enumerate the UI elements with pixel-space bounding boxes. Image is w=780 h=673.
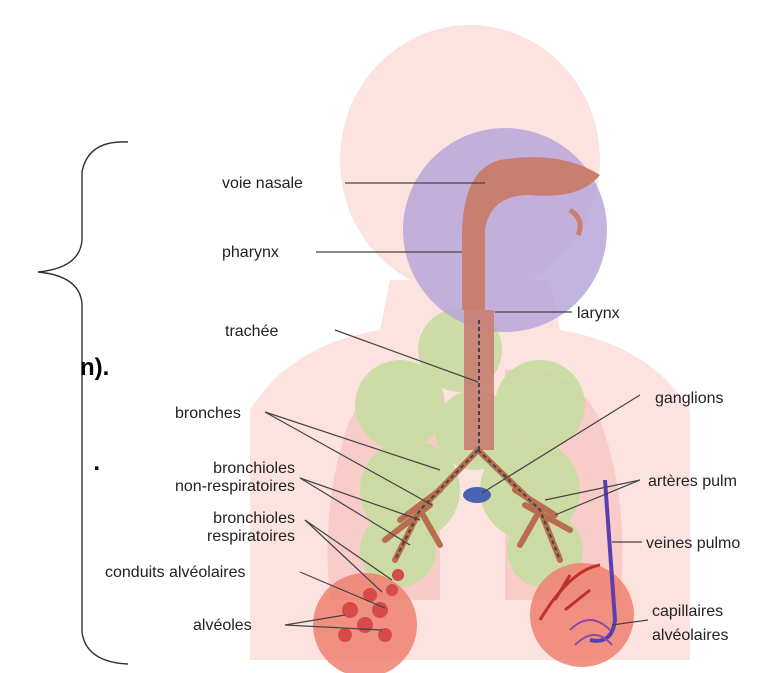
label-pharynx: pharynx <box>222 244 279 261</box>
label-ganglions: ganglions <box>655 390 724 407</box>
label-trachee: trachée <box>225 323 278 340</box>
side-text-line2: . <box>93 449 100 476</box>
alveoli-zoom-right <box>530 563 634 667</box>
head-region <box>403 128 607 332</box>
label-bronchioles-nr-2: non-respiratoires <box>175 478 295 495</box>
label-capillaires-2: alvéolaires <box>652 627 728 644</box>
label-bronches: bronches <box>175 405 241 422</box>
label-conduits: conduits alvéolaires <box>105 564 246 581</box>
label-bronchioles-r-2: respiratoires <box>207 528 295 545</box>
label-alveoles: alvéoles <box>193 617 252 634</box>
side-text-line1: n). <box>80 354 109 381</box>
label-bronchioles-r-1: bronchioles <box>213 510 295 527</box>
label-voie-nasale: voie nasale <box>222 175 303 192</box>
label-bronchioles-nr-1: bronchioles <box>213 460 295 477</box>
label-larynx: larynx <box>577 305 620 322</box>
label-arteres: artères pulm <box>648 473 737 490</box>
label-veines: veines pulmo <box>646 535 740 552</box>
curly-brace <box>38 142 128 664</box>
label-capillaires-1: capillaires <box>652 603 723 620</box>
